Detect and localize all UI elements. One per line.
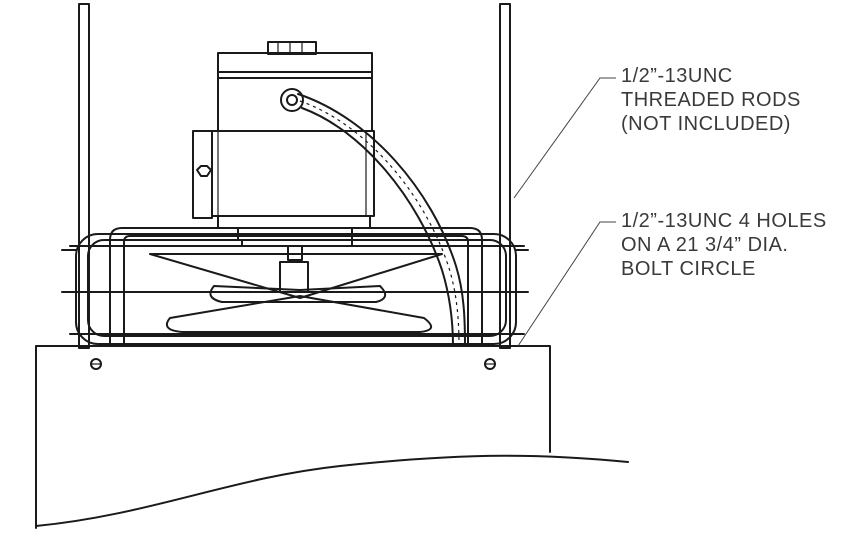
callout-holes-line-2: ON A 21 3/4” DIA. bbox=[621, 234, 789, 256]
leader-rods bbox=[513, 77, 616, 199]
callout-rods-line-2: THREADED RODS bbox=[621, 89, 801, 111]
callout-bolt-holes: 1/2”-13UNC 4 HOLES ON A 21 3/4” DIA. BOL… bbox=[621, 209, 827, 281]
callout-holes-line-3: BOLT CIRCLE bbox=[621, 258, 756, 280]
leader-holes bbox=[517, 221, 616, 347]
fan-blades bbox=[149, 253, 443, 333]
mounting-curb bbox=[35, 345, 629, 529]
threaded-rod-left bbox=[78, 3, 90, 349]
bolt-hole-right bbox=[484, 358, 496, 370]
conduit-connector bbox=[280, 88, 304, 112]
bolt-hole-left bbox=[90, 358, 102, 370]
motor-housing bbox=[192, 41, 375, 293]
fan-guard bbox=[61, 227, 529, 347]
callout-holes-line-1: 1/2”-13UNC 4 HOLES bbox=[621, 210, 827, 232]
threaded-rod-right bbox=[499, 3, 511, 349]
callout-threaded-rods: 1/2”-13UNC THREADED RODS (NOT INCLUDED) bbox=[621, 64, 801, 136]
callout-rods-line-3: (NOT INCLUDED) bbox=[621, 113, 791, 135]
callout-rods-line-1: 1/2”-13UNC bbox=[621, 65, 733, 87]
